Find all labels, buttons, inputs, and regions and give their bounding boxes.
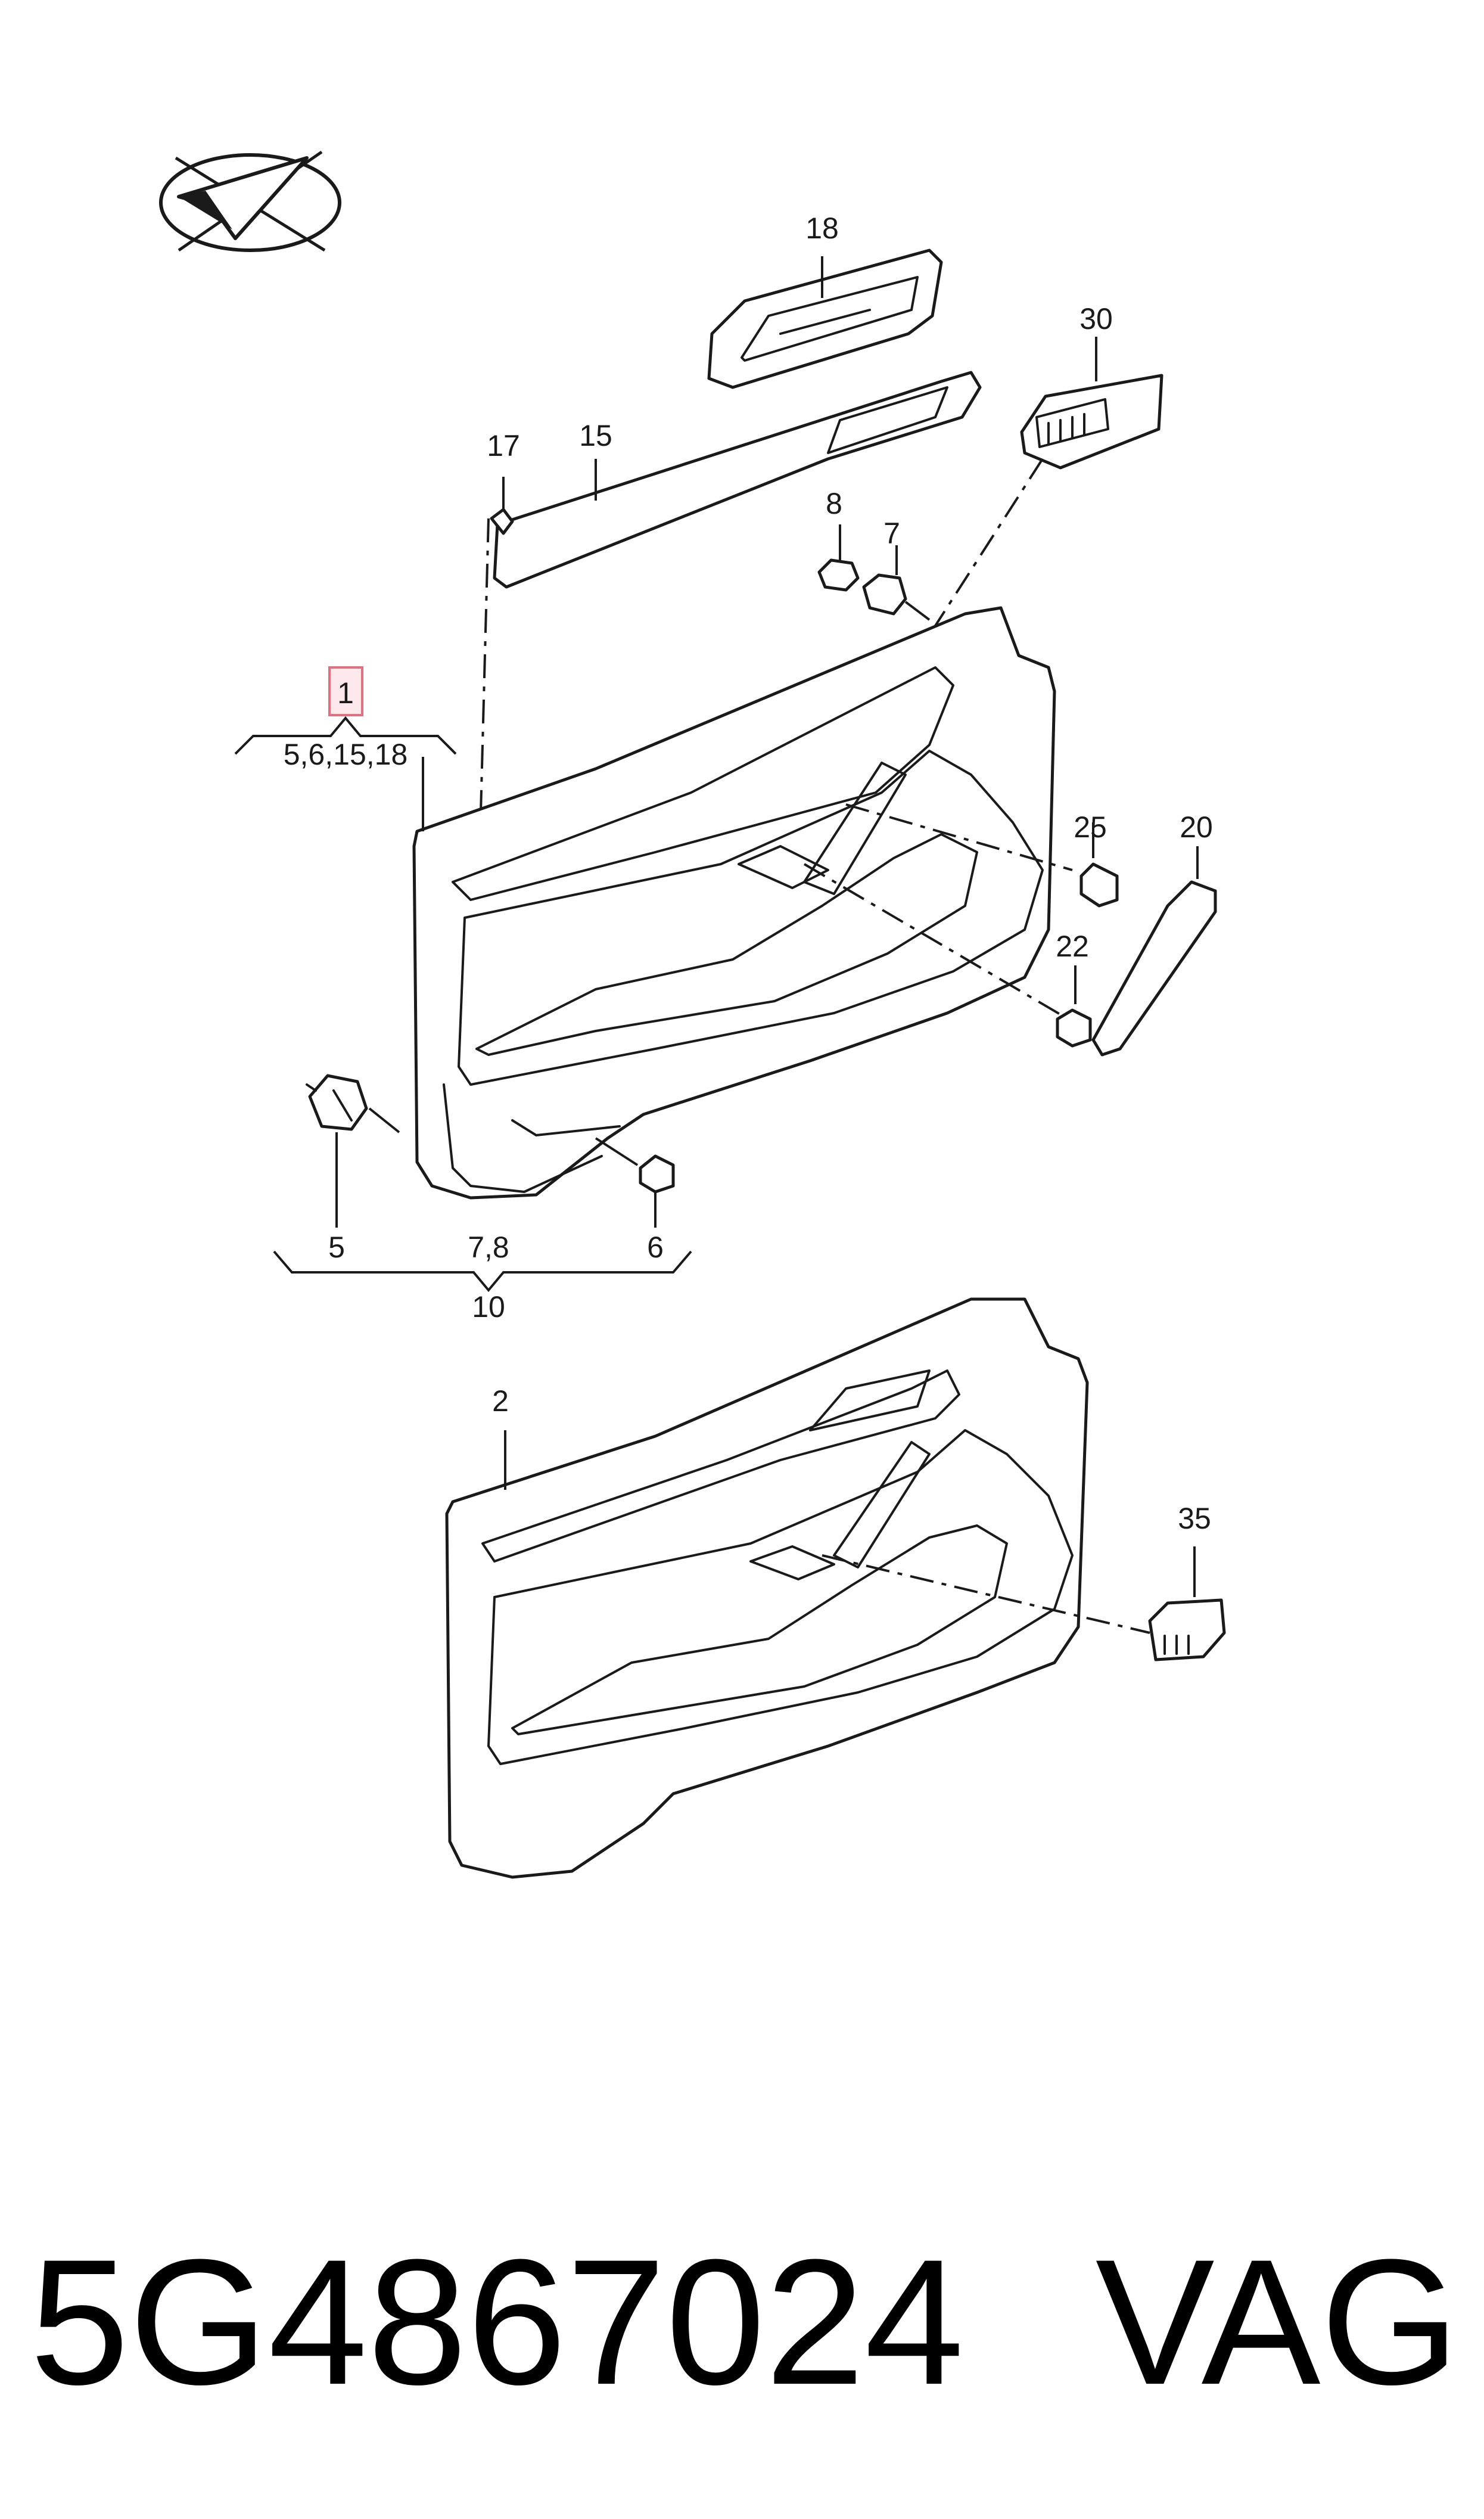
- label-20: 20: [1180, 810, 1213, 844]
- label-7: 7: [883, 517, 900, 550]
- part-5-clip: [306, 1074, 400, 1228]
- label-6: 6: [647, 1231, 664, 1264]
- part-6-screw: [595, 1137, 675, 1228]
- part-22-clip: [1056, 965, 1092, 1048]
- part-8-clip: [817, 524, 860, 592]
- label-30: 30: [1079, 302, 1113, 336]
- label-15: 15: [579, 419, 612, 452]
- group-bottom-bracket: [273, 1250, 692, 1293]
- part-number: 5G4867024: [30, 2222, 964, 2422]
- label-17: 17: [487, 429, 520, 462]
- label-22: 22: [1056, 930, 1089, 963]
- brand: VAG: [1096, 2222, 1460, 2422]
- part-1-highlight-box: [328, 666, 363, 716]
- label-8: 8: [826, 487, 842, 520]
- check-plane-logo-icon: [159, 150, 341, 252]
- part-17-clip: [478, 477, 514, 859]
- label-2: 2: [492, 1384, 509, 1418]
- part-7-clip: [862, 545, 931, 621]
- label-7-8: 7,8: [468, 1231, 509, 1264]
- part-25-screw: [1079, 822, 1119, 908]
- part-18-handle-frame: [707, 249, 943, 389]
- part-2-door-panel: [445, 1297, 1150, 1879]
- label-10: 10: [472, 1290, 505, 1324]
- part-35-switch: [1148, 1546, 1226, 1661]
- label-group-top: 5,6,15,18: [284, 738, 408, 771]
- label-25: 25: [1074, 810, 1107, 844]
- part-20-strip: [1091, 846, 1217, 1057]
- part-1-door-panel: [412, 606, 1079, 1200]
- label-5: 5: [328, 1231, 345, 1264]
- label-1: 1: [337, 676, 354, 710]
- part-15-trim-strip: [493, 371, 982, 589]
- label-18: 18: [805, 212, 839, 245]
- label-35: 35: [1178, 1502, 1211, 1535]
- group-top-bracket: [234, 716, 457, 755]
